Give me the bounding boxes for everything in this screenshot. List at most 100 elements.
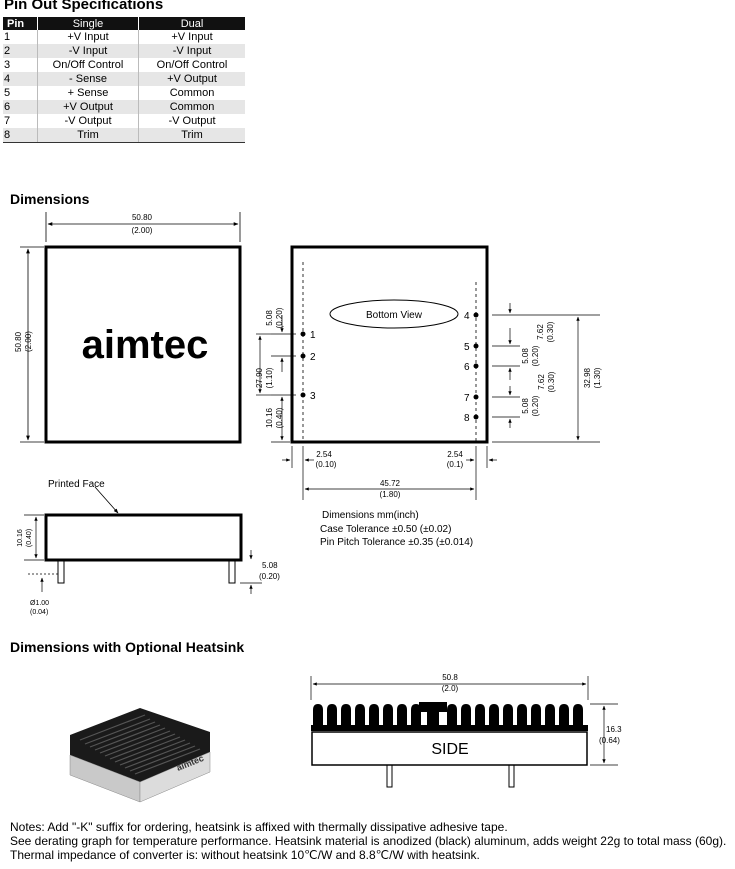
dim-pin67-in: (0.30)	[547, 371, 556, 392]
cell-dual: Trim	[138, 128, 245, 143]
dim-right-span-mm: 32.98	[583, 367, 592, 388]
side-view-box	[44, 513, 243, 562]
dim-left-edge-mm: 2.54	[316, 450, 332, 459]
dim-right-span-in: (1.30)	[593, 367, 602, 388]
dim-pin3-in: (0.40)	[275, 407, 284, 428]
dim-width-mm: 50.80	[132, 213, 153, 222]
dim-pitch-in: (1.80)	[380, 490, 401, 499]
heatsink-fin	[327, 704, 337, 726]
cell-single: -V Input	[37, 44, 139, 58]
heatsink-fin	[545, 704, 555, 726]
heatsink-fin	[503, 704, 513, 726]
notes: Notes: Add "-K" suffix for ordering, hea…	[10, 820, 735, 862]
pin-number-5: 5	[464, 342, 470, 353]
header-dual: Dual	[138, 17, 245, 30]
cell-pin: 2	[3, 44, 38, 58]
dim-pin-len-in: (0.20)	[259, 572, 280, 581]
cell-single: +V Output	[37, 100, 139, 114]
dim-pin-dia-in: (0.04)	[30, 609, 48, 616]
bottom-view-label: Bottom View	[366, 310, 423, 321]
pin-number-6: 6	[464, 362, 470, 373]
pin-number-8: 8	[464, 413, 470, 424]
dim-pin56-in: (0.20)	[531, 345, 540, 366]
dim-right-edge-mm: 2.54	[447, 450, 463, 459]
cell-single: - Sense	[37, 72, 139, 86]
cell-pin: 4	[3, 72, 38, 86]
dim-pin3-mm: 10.16	[265, 407, 274, 428]
heatsink-height-mm: 16.3	[606, 725, 622, 734]
table-header-row: Pin Single Dual	[3, 17, 245, 30]
heatsink-fins	[313, 702, 583, 726]
heatsink-fin	[383, 704, 393, 726]
cell-pin: 5	[3, 86, 38, 100]
pin-number-2: 2	[310, 352, 316, 363]
cell-single: -V Output	[37, 114, 139, 128]
dim-pin78-mm: 5.08	[521, 398, 530, 414]
dim-side-height-in: (0.40)	[26, 529, 33, 547]
pin-number-4: 4	[464, 311, 470, 322]
heatsink-photo: aimtec	[69, 708, 211, 803]
cell-dual: Common	[138, 100, 245, 114]
top-view-box	[44, 245, 242, 444]
heatsink-fin	[559, 704, 569, 726]
dim-right-edge-in: (0.1)	[447, 460, 464, 469]
dim-pin-dia-mm: Ø1.00	[30, 600, 49, 607]
pin-tolerance: Pin Pitch Tolerance ±0.35 (±0.014)	[320, 537, 473, 548]
dim-pin67-mm: 7.62	[537, 374, 546, 390]
heatsink-center-fin	[419, 702, 447, 726]
pin-number-7: 7	[464, 393, 470, 404]
heatsink-side-label: SIDE	[431, 741, 468, 758]
header-pin: Pin	[3, 17, 38, 30]
dim-left-edge-in: (0.10)	[316, 460, 337, 469]
heatsink-side-drawing: 50.8 (2.0) SIDE 16.3 (0.64)	[310, 673, 622, 788]
table-row: 7-V Output-V Output	[3, 114, 245, 128]
table-row: 1+V Input+V Input	[3, 30, 245, 44]
dim-height-in: (2.00)	[24, 331, 33, 352]
dim-pin-len-mm: 5.08	[262, 561, 278, 570]
heatsink-fin	[447, 704, 457, 726]
dim-pitch-mm: 45.72	[380, 479, 401, 488]
dim-pin4-mm: 7.62	[536, 324, 545, 340]
cell-dual: -V Output	[168, 114, 216, 127]
heatsink-fin	[573, 704, 583, 726]
cell-dual: +V Input	[171, 30, 213, 43]
heatsink-fin	[461, 704, 471, 726]
notes-line-1: Notes: Add "-K" suffix for ordering, hea…	[10, 820, 508, 834]
table-row: 5+ Sense Common	[3, 86, 245, 100]
heatsink-fin	[475, 704, 485, 726]
table-row: 2-V Input-V Input	[3, 44, 245, 58]
cell-pin: 1	[3, 30, 38, 44]
cell-pin: 6	[3, 100, 38, 114]
bottom-view-box	[290, 245, 489, 444]
dim-pin78-in: (0.20)	[531, 395, 540, 416]
dim-pin56-mm: 5.08	[521, 348, 530, 364]
case-tolerance: Case Tolerance ±0.50 (±0.02)	[320, 524, 451, 535]
header-single: Single	[37, 17, 139, 30]
dimensions-title: Dimensions	[10, 191, 90, 207]
pin-specs-table: Pin Single Dual 1+V Input+V Input 2-V In…	[3, 17, 245, 143]
cell-dual: Common	[169, 86, 215, 99]
heatsink-fin	[531, 704, 541, 726]
cell-pin: 3	[3, 58, 38, 72]
cell-dual: On/Off Control	[156, 58, 228, 71]
cell-dual: -V Input	[138, 44, 245, 58]
units-note: Dimensions mm(inch)	[322, 510, 419, 521]
printed-face-label: Printed Face	[48, 479, 105, 490]
heatsink-title: Dimensions with Optional Heatsink	[10, 639, 245, 655]
heatsink-fin	[369, 704, 379, 726]
cell-single: + Sense	[37, 86, 139, 100]
heatsink-width-mm: 50.8	[442, 673, 458, 682]
heatsink-fin	[341, 704, 351, 726]
notes-line-2: See derating graph for temperature perfo…	[10, 834, 727, 862]
dim-pin1-in: (0.20)	[275, 307, 284, 328]
dim-width-in: (2.00)	[132, 226, 153, 235]
pin-number-3: 3	[310, 391, 316, 402]
heatsink-fin	[411, 704, 421, 726]
cell-single: +V Input	[37, 30, 139, 44]
table-row: 4- Sense+V Output	[3, 72, 245, 86]
heatsink-height-in: (0.64)	[599, 736, 620, 745]
